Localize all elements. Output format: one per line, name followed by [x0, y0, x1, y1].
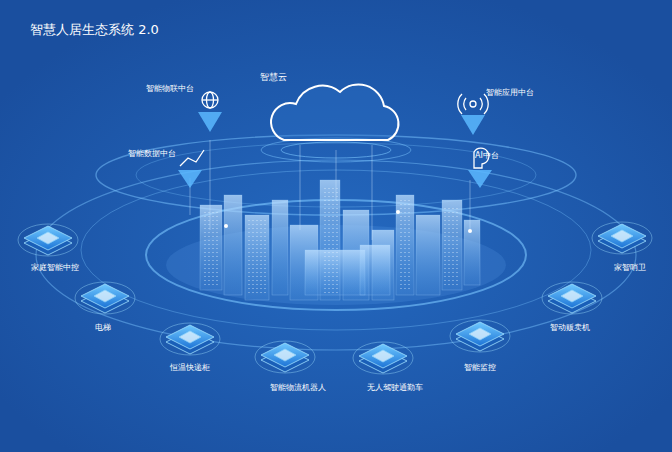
- diagram-title: 智慧人居生态系统 2.0: [30, 22, 159, 38]
- device-tile: [160, 323, 220, 355]
- platform-node: 智能物联中台: [146, 84, 194, 94]
- device-tile: [542, 282, 602, 314]
- device-node: 无人驾驶通勤车: [367, 383, 423, 393]
- platform-node: 智能应用中台: [486, 88, 534, 98]
- device-node: 家智哨卫: [614, 263, 646, 273]
- device-tile: [18, 224, 78, 256]
- device-tile: [450, 320, 510, 352]
- device-node: 恒温快递柜: [170, 363, 210, 373]
- node-label: 家智哨卫: [614, 263, 646, 273]
- node-label: 智能数据中台: [128, 149, 176, 159]
- device-node: 智动贩卖机: [550, 323, 590, 333]
- node-label: 家庭智能中控: [31, 263, 79, 273]
- node-label: AI中台: [475, 151, 499, 161]
- node-label: 智能监控: [464, 363, 496, 373]
- device-node: 智能监控: [464, 363, 496, 373]
- device-tile: [75, 282, 135, 314]
- node-label: 智能物联中台: [146, 84, 194, 94]
- device-node: 电梯: [95, 323, 111, 333]
- device-node: 智能物流机器人: [270, 383, 326, 393]
- node-label: 智能物流机器人: [270, 383, 326, 393]
- node-label: 智能应用中台: [486, 88, 534, 98]
- node-label: 智慧云: [260, 72, 287, 82]
- platform-node: 智慧云: [260, 72, 287, 82]
- node-label: 恒温快递柜: [170, 363, 210, 373]
- platform-node: 智能数据中台: [128, 149, 176, 159]
- node-label: 无人驾驶通勤车: [367, 383, 423, 393]
- device-tile: [592, 222, 652, 254]
- node-label: 电梯: [95, 323, 111, 333]
- node-label: 智动贩卖机: [550, 323, 590, 333]
- device-tile: [255, 341, 315, 373]
- device-tile: [353, 342, 413, 374]
- device-node: 家庭智能中控: [31, 263, 79, 273]
- platform-node: AI中台: [475, 151, 499, 161]
